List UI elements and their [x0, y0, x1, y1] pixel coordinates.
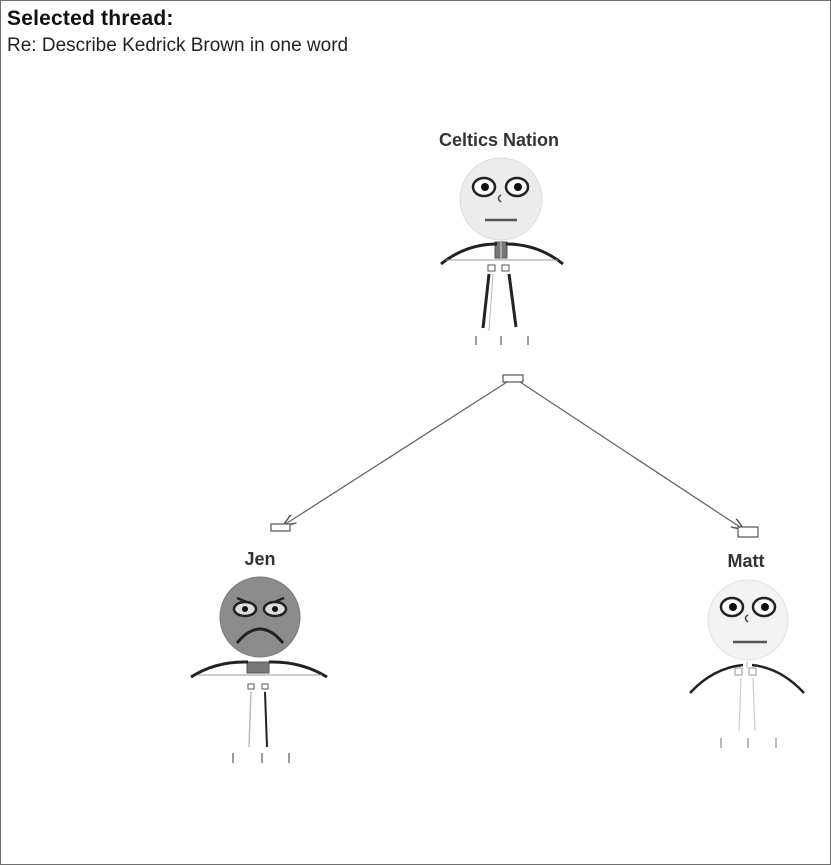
- node-port-root[interactable]: [502, 374, 524, 383]
- avatar-root: [440, 157, 564, 345]
- reply-edge-jen: [284, 381, 508, 525]
- thread-node-jen[interactable]: Jen: [190, 523, 328, 763]
- node-label-root: Celtics Nation: [439, 130, 559, 150]
- selected-thread-subject: Re: Describe Kedrick Brown in one word: [7, 35, 349, 56]
- node-port-jen[interactable]: [270, 523, 291, 532]
- thread-node-root[interactable]: Celtics Nation: [439, 130, 564, 383]
- node-label-matt: Matt: [728, 551, 765, 571]
- node-port-matt[interactable]: [737, 526, 759, 538]
- panel-title: Selected thread:: [7, 7, 174, 30]
- avatar-matt: [689, 579, 805, 748]
- reply-edge-matt: [519, 381, 743, 529]
- avatar-jen: [190, 576, 328, 763]
- node-label-jen: Jen: [244, 549, 275, 569]
- thread-node-matt[interactable]: Matt: [689, 526, 805, 748]
